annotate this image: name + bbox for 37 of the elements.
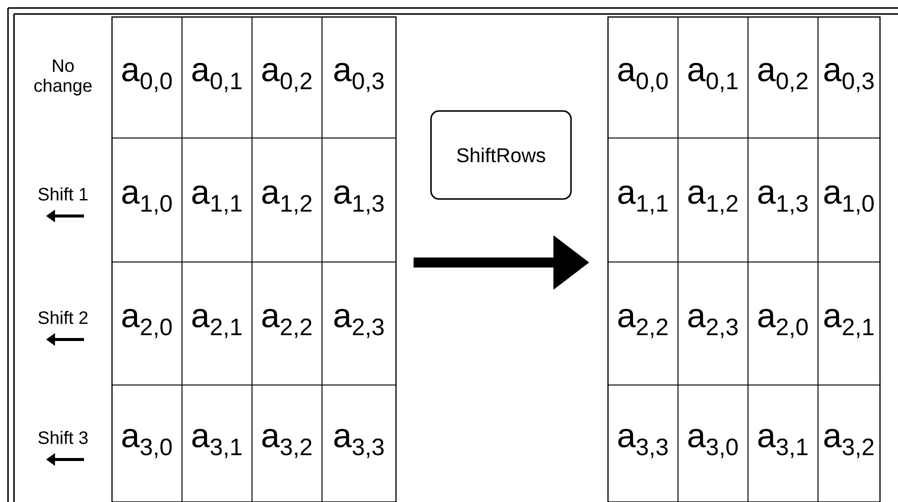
matrix-cell: a$_{1,3}$	[322, 138, 396, 262]
matrix-cell: a$_{0,3}$	[322, 16, 396, 138]
matrix-cell: a$_{1,2}$	[252, 138, 322, 262]
matrix-cell: a$_{0,2}$	[748, 16, 818, 138]
matrix-cell: a$_{0,1}$	[182, 16, 252, 138]
matrix-cell: a$_{1,0}$	[818, 138, 880, 262]
matrix-cell: a$_{1,0}$	[112, 138, 182, 262]
row-label: Shift 3	[38, 430, 88, 444]
matrix-cell: a$_{0,0}$	[112, 16, 182, 138]
matrix-cell: a$_{3,2}$	[252, 384, 322, 502]
matrix-cell: a$_{0,0}$	[608, 16, 678, 138]
matrix-cell: a$_{1,1}$	[608, 138, 678, 262]
matrix-cell: a$_{2,0}$	[748, 262, 818, 386]
matrix-cell: a$_{2,2}$	[608, 262, 678, 386]
matrix-cell: a$_{2,3}$	[678, 262, 748, 386]
matrix-cell: a$_{2,3}$	[322, 262, 396, 386]
matrix-cell: a$_{2,2}$	[252, 262, 322, 386]
matrix-cell: a$_{0,3}$	[818, 16, 880, 138]
matrix-cell: a$_{3,0}$	[112, 384, 182, 502]
matrix-cell: a$_{2,1}$	[182, 262, 252, 386]
row-label: No change	[34, 60, 92, 96]
matrix-cell: a$_{3,1}$	[748, 384, 818, 502]
matrix-cell: a$_{2,1}$	[818, 262, 880, 386]
matrix-cell: a$_{3,3}$	[322, 384, 396, 502]
matrix-cell: a$_{3,1}$	[182, 384, 252, 502]
matrix-cell: a$_{3,0}$	[678, 384, 748, 502]
row-label: Shift 1	[38, 187, 88, 201]
matrix-cell: a$_{0,2}$	[252, 16, 322, 138]
matrix-cell: a$_{0,1}$	[678, 16, 748, 138]
operation-box: ShiftRows	[430, 110, 572, 200]
row-label: Shift 2	[38, 310, 88, 324]
matrix-cell: a$_{1,1}$	[182, 138, 252, 262]
matrix-cell: a$_{2,0}$	[112, 262, 182, 386]
matrix-cell: a$_{3,3}$	[608, 384, 678, 502]
matrix-cell: a$_{1,2}$	[678, 138, 748, 262]
matrix-cell: a$_{3,2}$	[818, 384, 880, 502]
matrix-cell: a$_{1,3}$	[748, 138, 818, 262]
